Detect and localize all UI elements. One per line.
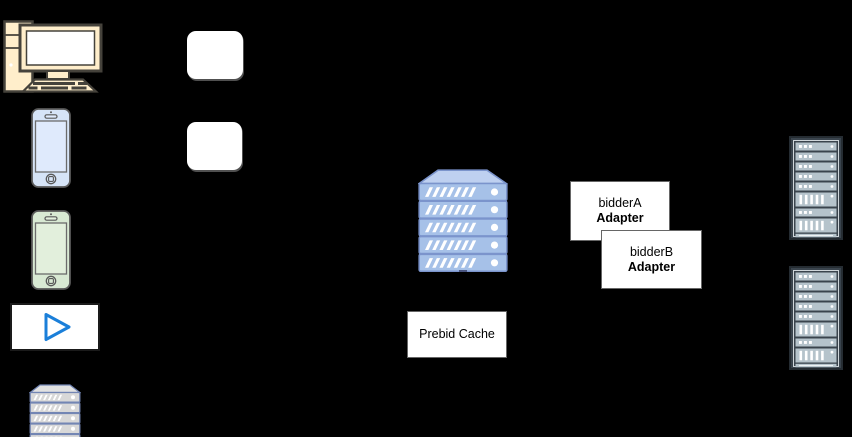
prebid-cache-label: Prebid Cache <box>419 327 495 341</box>
bidder-b-name: bidderB <box>629 244 674 259</box>
smartphone-blue-icon <box>31 108 71 188</box>
server-rack-bottom-icon <box>789 266 843 370</box>
bidder-b-role: Adapter <box>627 259 676 274</box>
blank-node-top <box>187 31 243 79</box>
bidder-b-adapter-node: bidderB Adapter <box>601 230 702 289</box>
bidder-a-role: Adapter <box>596 211 644 225</box>
video-player-icon <box>10 303 100 351</box>
play-icon <box>44 313 71 341</box>
desktop-computer-icon <box>3 20 103 93</box>
smartphone-green-icon <box>31 210 71 290</box>
bidder-a-name: bidderA <box>598 196 642 210</box>
server-rack-top-icon <box>789 136 843 240</box>
server-stack-blue-icon <box>418 169 508 272</box>
prebid-cache-node: Prebid Cache <box>407 311 507 358</box>
server-stack-gray-icon <box>29 384 81 437</box>
blank-node-bottom <box>187 122 242 170</box>
